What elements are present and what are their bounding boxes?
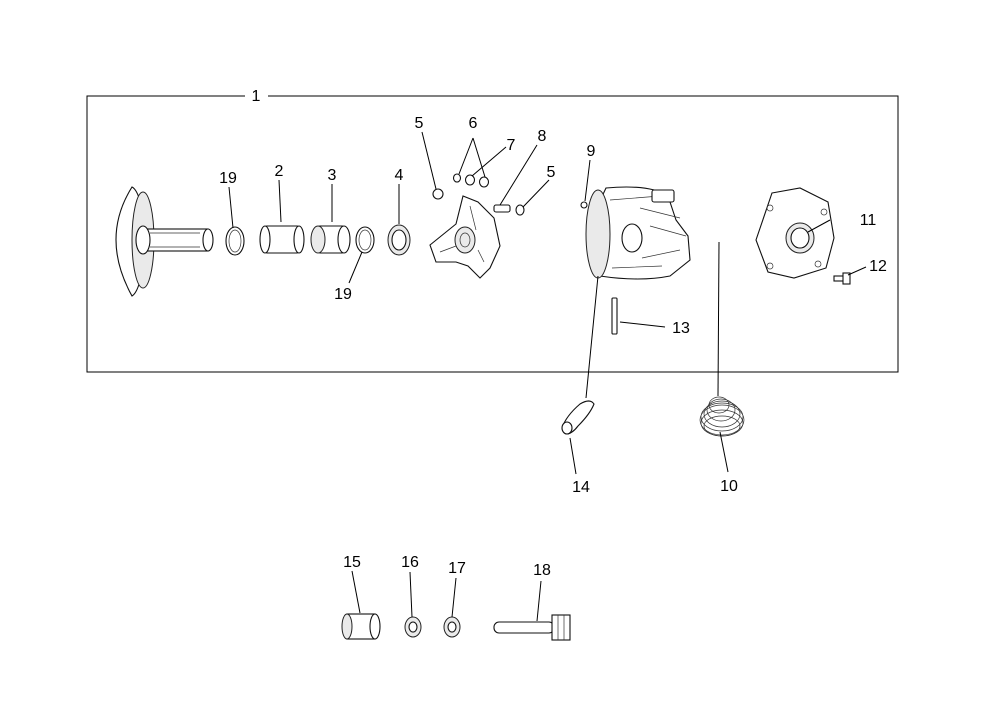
callout-12: 12 [869, 258, 887, 275]
ring-part-19a [225, 226, 245, 256]
movable-sheave-part [580, 186, 691, 280]
fixed-sheave-part [115, 186, 214, 297]
bolt-part-12 [833, 272, 851, 285]
callout-15: 15 [343, 554, 361, 571]
bushing-part-3 [310, 225, 351, 254]
weight-part-14 [561, 400, 595, 435]
callout-4: 4 [395, 167, 404, 184]
bushing-part-2 [259, 225, 305, 254]
callout-17: 17 [448, 560, 466, 577]
callout-3: 3 [328, 167, 337, 184]
seal-part-4 [387, 224, 411, 256]
roller-parts [432, 173, 525, 216]
ring-part-19b [355, 226, 375, 254]
callout-7: 7 [507, 137, 516, 154]
callout-2: 2 [275, 163, 284, 180]
callout-11: 11 [860, 212, 877, 229]
callout-9: 9 [587, 143, 596, 160]
callout-5-right: 5 [547, 164, 556, 181]
bolt-part-18 [493, 614, 571, 641]
spring-part-10 [699, 396, 745, 437]
callout-13: 13 [672, 320, 690, 337]
callout-19-left: 19 [219, 170, 237, 187]
callout-labels: 1 19 2 3 4 19 5 6 7 8 5 9 11 12 13 14 10… [219, 88, 887, 579]
washer-part-16 [404, 616, 422, 638]
spider-part [429, 195, 501, 279]
pin-part-13 [611, 297, 618, 335]
callout-18: 18 [533, 562, 551, 579]
bushing-part-15 [341, 613, 381, 640]
cover-part [755, 187, 835, 279]
callout-1: 1 [252, 88, 261, 105]
washer-part-17 [443, 616, 461, 638]
callout-5-left: 5 [415, 115, 424, 132]
callout-16: 16 [401, 554, 419, 571]
callout-6: 6 [469, 115, 478, 132]
leader-lines [228, 131, 867, 622]
callout-10: 10 [720, 478, 738, 495]
callout-14: 14 [572, 479, 590, 496]
callout-19-right: 19 [334, 286, 352, 303]
callout-8: 8 [538, 128, 547, 145]
assembly-frame [86, 95, 899, 373]
